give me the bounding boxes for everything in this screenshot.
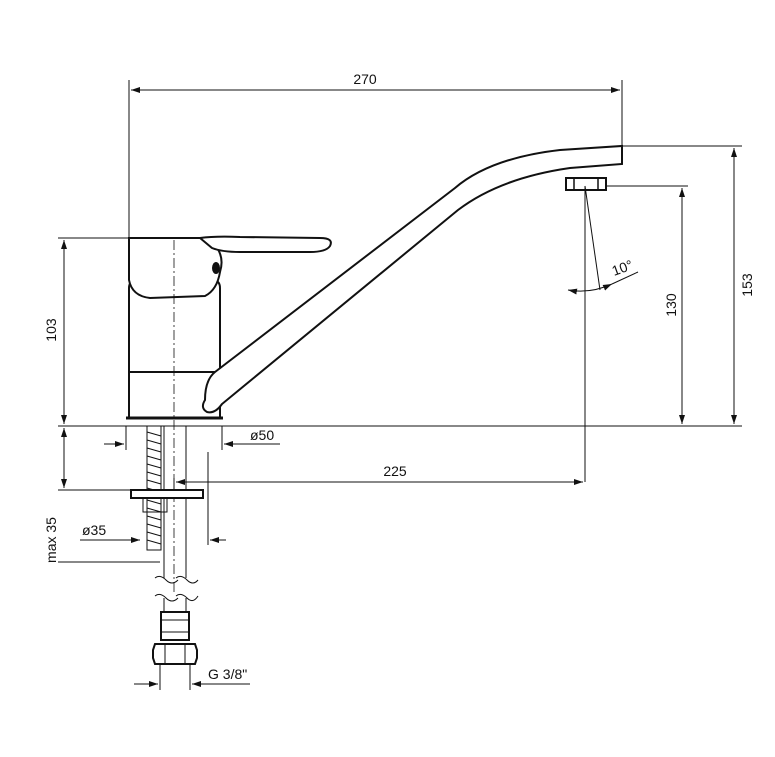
dim-body-height: 103 — [43, 318, 59, 342]
dim-base-diameter: ø50 — [250, 427, 274, 443]
dim-spout-reach: 225 — [383, 463, 407, 479]
connector-nut — [152, 611, 198, 665]
dimension-lines — [61, 87, 737, 687]
dim-max-counter-thickness: max 35 — [43, 517, 59, 563]
lever-handle — [128, 235, 332, 300]
outlet-angle-line — [584, 185, 601, 291]
dim-outlet-angle: 10° — [610, 257, 635, 279]
dim-outlet-height: 130 — [663, 293, 679, 317]
dim-connection-thread: G 3/8" — [208, 666, 247, 682]
dim-spout-height: 153 — [739, 273, 755, 297]
threaded-stud — [146, 425, 162, 551]
spout — [201, 144, 623, 414]
dim-overall-width: 270 — [353, 71, 377, 87]
extension-lines — [58, 80, 742, 690]
dim-hole-diameter: ø35 — [82, 522, 106, 538]
supply-hose — [154, 426, 199, 612]
mounting-plate — [130, 489, 204, 513]
